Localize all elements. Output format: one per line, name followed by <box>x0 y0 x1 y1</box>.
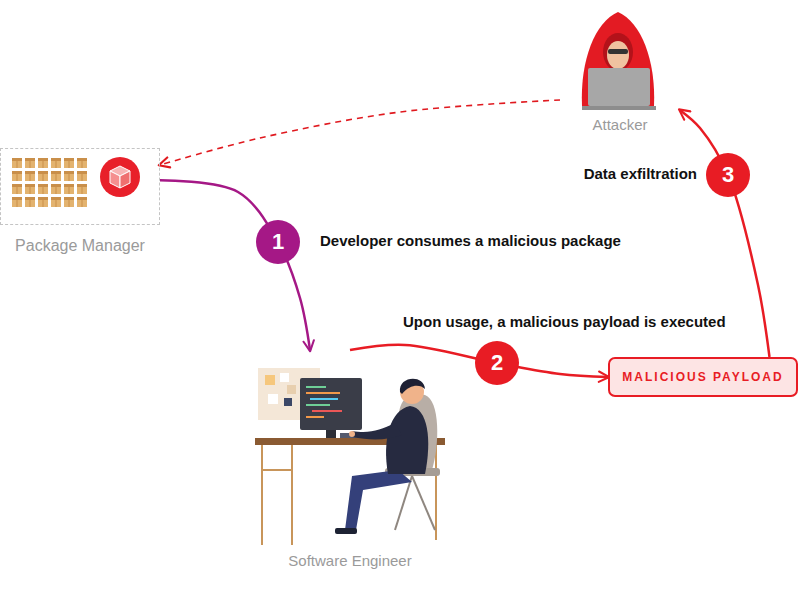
code-line <box>310 398 338 400</box>
package-grid <box>12 158 90 210</box>
engineer-figure: Software Engineer <box>250 350 450 572</box>
payload-box: MALICIOUS PAYLOAD <box>608 357 798 397</box>
laptop <box>588 68 650 106</box>
package-manager-box: Package Manager <box>0 148 160 225</box>
box-caption: Package Manager <box>15 237 145 257</box>
attacker-illustration <box>582 12 656 110</box>
figure-caption: Attacker <box>592 116 647 136</box>
callout-number: 3 <box>706 153 750 197</box>
monitor <box>300 378 362 430</box>
sticky-note <box>268 394 278 404</box>
sticky-note <box>280 373 289 382</box>
step-note: Data exfiltration <box>584 165 697 183</box>
code-line <box>306 386 326 388</box>
hood <box>582 12 654 106</box>
desk-leg <box>261 445 263 545</box>
hood-opening <box>603 33 633 71</box>
callout-number: 2 <box>475 341 519 385</box>
person-hair <box>400 379 425 394</box>
code-line <box>306 404 330 406</box>
person-shoe <box>335 528 357 534</box>
person-torso <box>386 406 428 474</box>
desk-frame <box>262 469 292 471</box>
attacker-figure: Attacker <box>560 0 680 136</box>
malicious-package-badge <box>100 157 140 197</box>
person-legs <box>345 470 412 530</box>
step-note: Developer consumes a malicious package <box>320 232 621 250</box>
chair-leg <box>412 476 435 530</box>
package-cube-right <box>120 171 130 188</box>
callout-number: 1 <box>256 220 300 264</box>
person-hand <box>349 431 355 437</box>
monitor-stand <box>326 430 336 438</box>
desk-leg <box>291 445 293 545</box>
sticky-note <box>284 398 292 406</box>
code-line <box>306 416 324 418</box>
engineer-illustration <box>255 368 445 545</box>
laptop-base <box>582 106 656 110</box>
sticky-note <box>287 385 296 394</box>
step-note: Upon usage, a malicious payload is execu… <box>403 313 726 331</box>
face <box>607 41 629 69</box>
glasses <box>608 49 628 54</box>
flow-arrow <box>160 180 310 350</box>
dashed-arrow <box>160 100 560 165</box>
code-line <box>312 410 342 412</box>
figure-caption: Software Engineer <box>288 552 411 572</box>
desk-leg <box>435 445 437 540</box>
person-arm <box>352 423 402 439</box>
code-line <box>306 392 340 394</box>
package-icons <box>12 157 140 210</box>
payload-label: MALICIOUS PAYLOAD <box>622 370 783 384</box>
package-cube-left <box>110 171 120 188</box>
sticky-note <box>265 375 275 385</box>
